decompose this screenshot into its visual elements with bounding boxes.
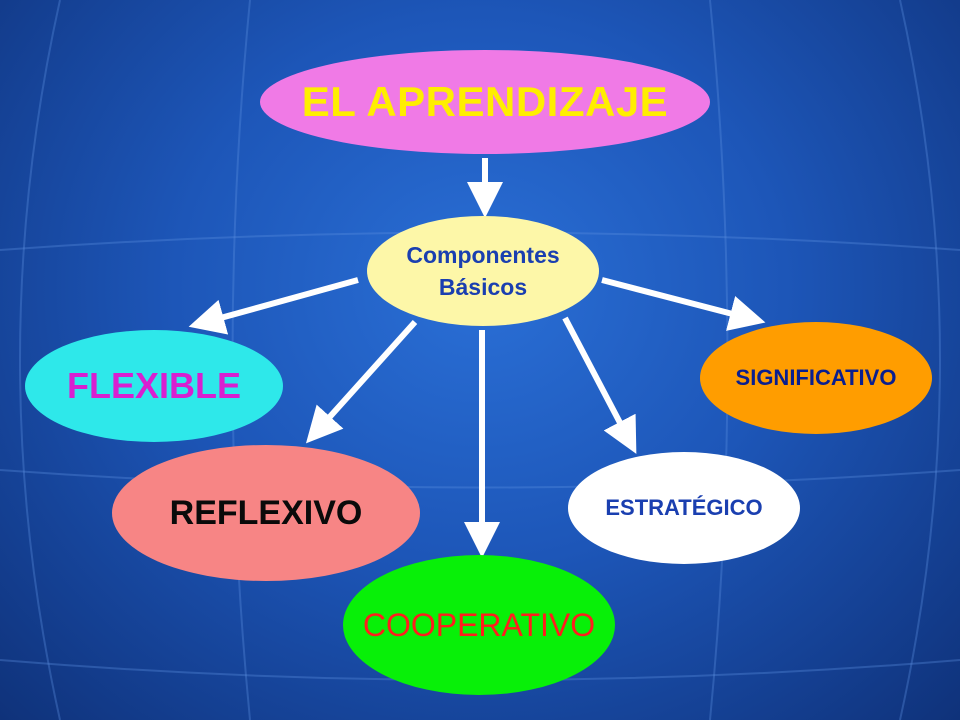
node-estrategico: ESTRATÉGICO <box>568 452 800 564</box>
node-componentes-basicos: Componentes Básicos <box>367 216 599 326</box>
node-estrategico-label: ESTRATÉGICO <box>605 495 763 520</box>
node-significativo: SIGNIFICATIVO <box>700 322 932 434</box>
arrow-center-to-reflexivo <box>305 319 418 444</box>
node-significativo-label: SIGNIFICATIVO <box>735 365 897 390</box>
node-flexible: FLEXIBLE <box>25 330 283 442</box>
node-el-aprendizaje-label: EL APRENDIZAJE <box>301 78 669 125</box>
node-reflexivo-label: REFLEXIVO <box>169 493 363 532</box>
node-reflexivo: REFLEXIVO <box>112 445 420 581</box>
node-cooperativo: COOPERATIVO <box>343 555 615 695</box>
node-cooperativo-label: COOPERATIVO <box>362 606 596 643</box>
arrow-center-to-flexible <box>188 277 359 335</box>
arrow-center-to-significativo <box>601 277 766 331</box>
node-el-aprendizaje: EL APRENDIZAJE <box>260 50 710 154</box>
node-center-line1: Componentes <box>406 242 560 268</box>
node-center-line2: Básicos <box>438 274 528 300</box>
arrow-center-to-estrategico <box>562 316 637 454</box>
node-flexible-label: FLEXIBLE <box>66 365 241 406</box>
